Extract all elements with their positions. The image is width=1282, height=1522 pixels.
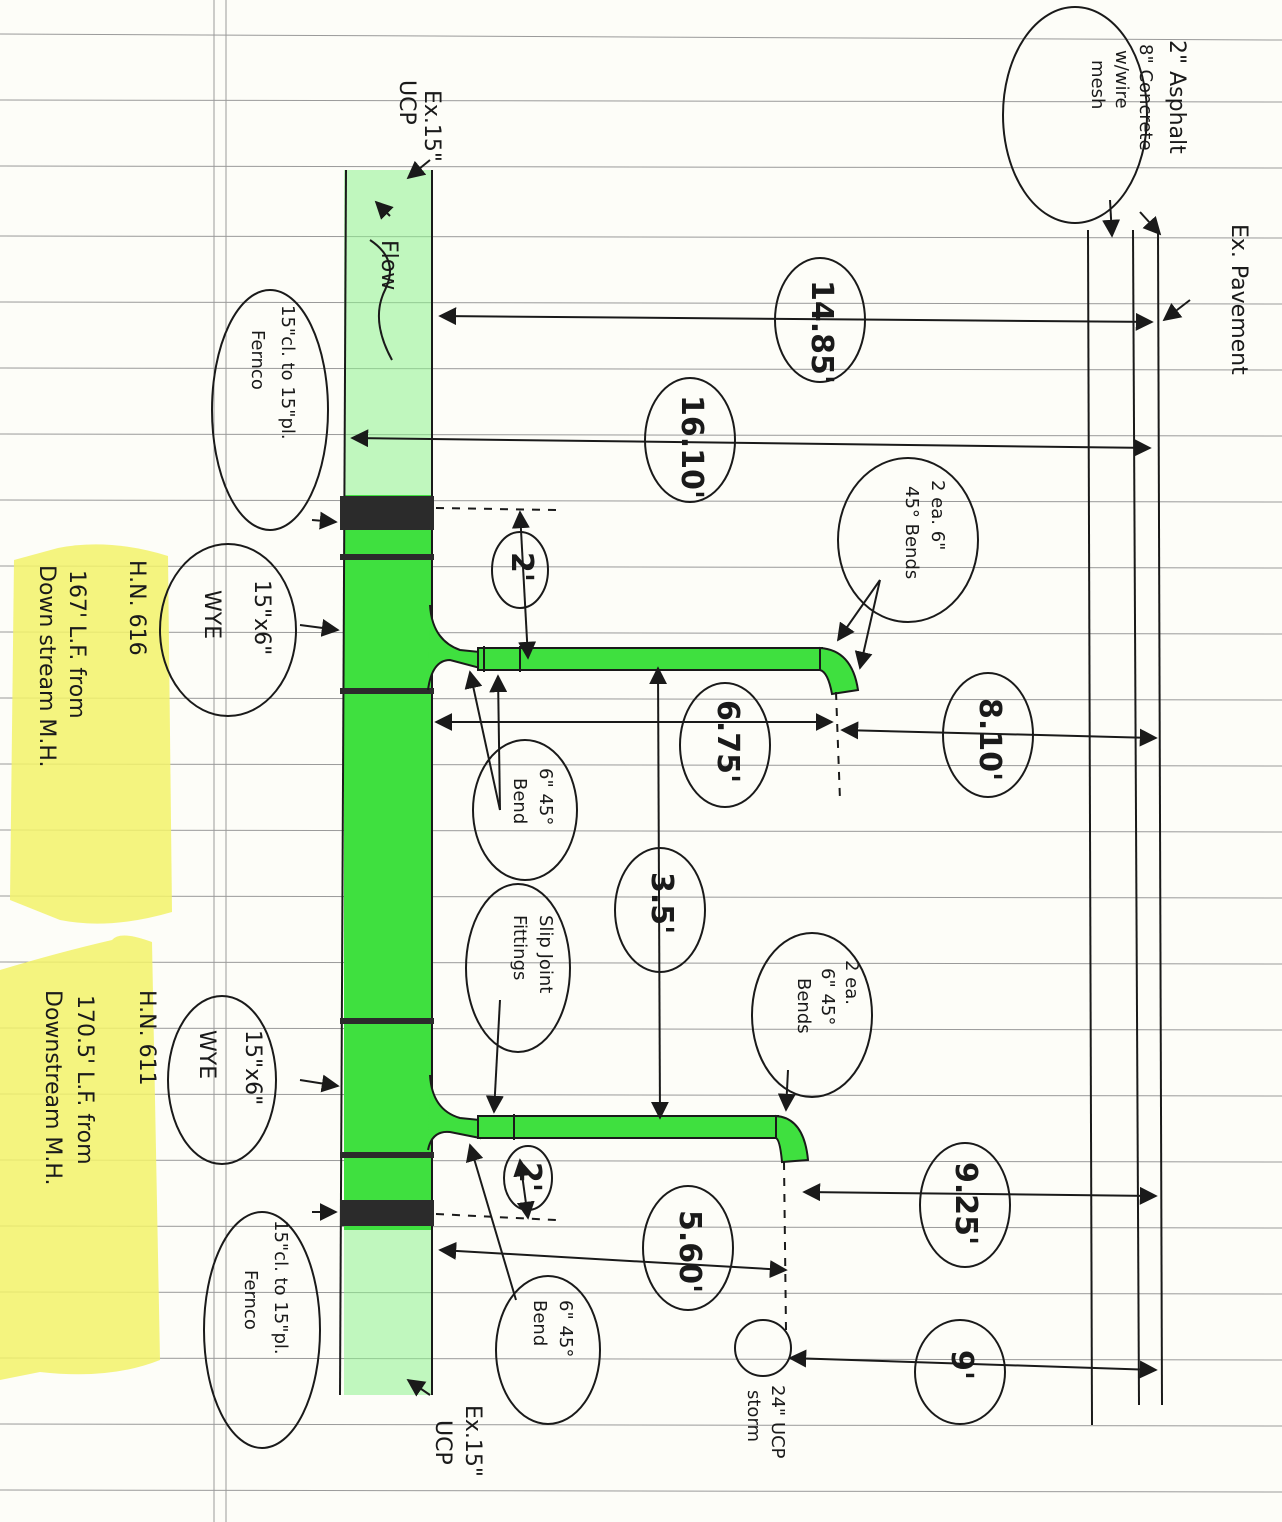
dim-9: 9' (944, 1350, 979, 1380)
bend-top-2: Bend (509, 778, 530, 824)
storm-1: 24" UCP (767, 1385, 788, 1459)
slip-joint-2: Fittings (509, 915, 530, 980)
ex-ucp-top-type: UCP (394, 80, 419, 125)
ex-ucp-bottom-size: Ex.15" (460, 1405, 485, 1477)
storm-2: storm (743, 1390, 764, 1442)
dashed-lines (435, 507, 841, 1331)
lateral-bottom (427, 1074, 810, 1164)
fernco-bottom-1: 15"cl. to 15"pl. (270, 1220, 291, 1355)
bends-top-2: 45° Bends (901, 486, 922, 579)
bends-bottom-2: 6" 45° (817, 968, 838, 1025)
ex-ucp-bottom-type: UCP (430, 1420, 455, 1465)
dim-2-top: 2' (504, 552, 539, 582)
bend-top-1: 6" 45° (535, 768, 556, 825)
bends-bottom-3: Bends (793, 978, 814, 1034)
bends-bottom-1: 2 ea. (841, 960, 862, 1005)
hn611-3: Downstream M.H. (40, 990, 65, 1186)
bend-bottom-1: 6" 45° (555, 1300, 576, 1357)
lateral-top (427, 604, 860, 696)
dim-14-85: 14.85' (804, 280, 839, 384)
dimension-lines (350, 307, 1158, 1379)
slip-joint-1: Slip Joint (535, 915, 556, 993)
main-pipe (339, 169, 434, 1396)
labels: Ex.15" UCP Flow Ex.15" UCP 2" Asphalt 8"… (34, 40, 1251, 1477)
pavement-note-4: mesh (1087, 60, 1108, 109)
ex-ucp-top-size: Ex.15" (419, 90, 444, 162)
dim-2-bottom: 2' (512, 1162, 547, 1192)
pavement-note-1: 2" Asphalt (1164, 40, 1189, 154)
dim-6-75: 6.75' (710, 700, 745, 783)
hn611-1: H.N. 611 (134, 990, 159, 1086)
dim-8-10: 8.10' (972, 698, 1007, 781)
dim-16-10: 16.10' (674, 395, 709, 499)
fernco-top-2: Fernco (247, 330, 268, 390)
bend-bottom-2: Bend (529, 1300, 550, 1346)
dim-5-60: 5.60' (672, 1210, 707, 1293)
pavement-note-3: w/wire (1111, 50, 1132, 109)
pavement-lines (1087, 229, 1163, 1426)
fernco-bottom-2: Fernco (240, 1270, 261, 1330)
dimension-labels: 14.85' 16.10' 2' 6.75' 8.10' 3.5' 9.25' … (504, 280, 1007, 1380)
hn616-3: Down stream M.H. (34, 565, 59, 768)
ex-pavement-label: Ex. Pavement (1226, 224, 1251, 375)
highlights (0, 544, 172, 1380)
flow-label: Flow (376, 240, 401, 290)
wye-bottom-size: 15"x6" (240, 1030, 265, 1105)
hn616-1: H.N. 616 (124, 560, 149, 656)
wye-bottom-label: WYE (194, 1030, 219, 1079)
wye-top-label: WYE (199, 590, 224, 639)
dim-9-25: 9.25' (948, 1162, 983, 1245)
wye-top-size: 15"x6" (249, 580, 274, 655)
pavement-note-2: 8" Concrete (1135, 44, 1156, 151)
dim-3-5: 3.5' (644, 872, 679, 934)
hn611-2: 170.5' L.F. from (72, 995, 97, 1165)
fernco-top-1: 15"cl. to 15"pl. (277, 305, 298, 440)
bubbles (159, 6, 1148, 1449)
bends-top-1: 2 ea. 6" (927, 480, 948, 550)
leader-arrows (299, 159, 1191, 1397)
hn616-2: 167' L.F. from (64, 570, 89, 719)
